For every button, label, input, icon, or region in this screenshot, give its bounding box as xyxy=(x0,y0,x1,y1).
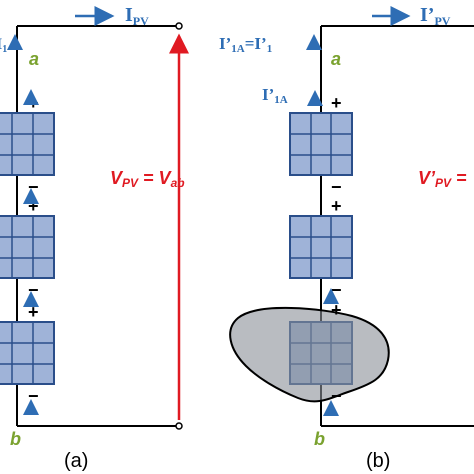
node-a-label: a xyxy=(331,49,341,69)
panel-a: IPV I1 a + − + xyxy=(0,4,189,472)
plus-sign: + xyxy=(331,93,342,113)
plus-sign: + xyxy=(28,93,39,113)
plus-sign: + xyxy=(28,196,39,216)
shading-cloud xyxy=(229,306,390,403)
current-pv-label: IPV xyxy=(125,4,149,28)
pv-module xyxy=(0,321,55,385)
minus-sign: − xyxy=(28,280,39,300)
plus-sign: + xyxy=(28,302,39,322)
module-current-label: I’1A xyxy=(262,85,288,106)
pv-module xyxy=(289,112,353,176)
node-b-label: b xyxy=(314,429,325,449)
terminal-bottom xyxy=(175,422,183,430)
top-current-label: I’1A=I’1 xyxy=(219,34,272,55)
current-pv-label: I’PV xyxy=(420,4,451,28)
node-a-label: a xyxy=(29,49,39,69)
pv-module xyxy=(0,112,55,176)
minus-sign: − xyxy=(28,177,39,197)
node-b-label: b xyxy=(10,429,21,449)
minus-sign: − xyxy=(331,177,342,197)
caption-a: (a) xyxy=(64,450,88,472)
voltage-label: V’PV = xyxy=(418,168,467,190)
pv-module xyxy=(289,215,353,279)
pv-module xyxy=(0,215,55,279)
minus-sign: − xyxy=(28,386,39,406)
voltage-label: VPV = Vab xyxy=(110,168,185,190)
caption-b: (b) xyxy=(366,450,390,472)
minus-sign: − xyxy=(331,280,342,300)
plus-sign: + xyxy=(331,196,342,216)
terminal-top xyxy=(175,22,183,30)
plus-sign: + xyxy=(331,300,342,320)
minus-sign: − xyxy=(331,386,342,406)
cell-current-label: I1 xyxy=(0,36,7,55)
panel-b: I’PV I’1A=I’1 a I’1A xyxy=(219,4,474,472)
